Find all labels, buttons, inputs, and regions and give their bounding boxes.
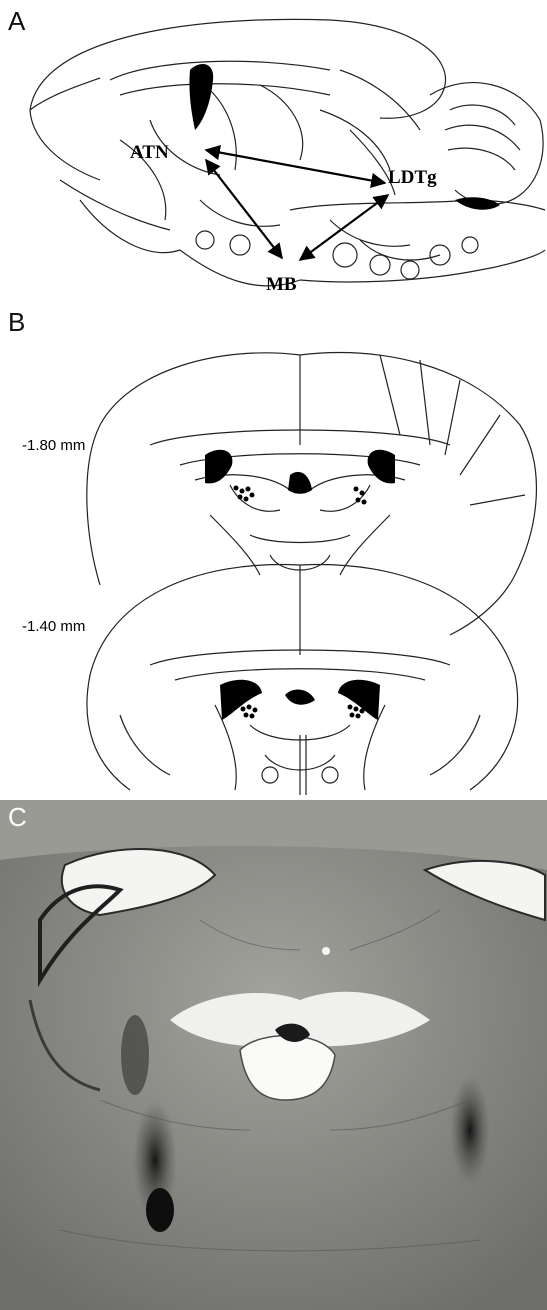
coronal-sections-diagram: -1.80 mm -1.40 mm — [0, 305, 547, 795]
panel-c: C — [0, 800, 547, 1310]
brain-outline — [30, 19, 545, 286]
histology-photo — [0, 800, 547, 1310]
fourth-ventricle-shape — [455, 197, 500, 209]
label-ldtg: LDTg — [388, 167, 437, 188]
panel-a: A — [0, 0, 547, 305]
section-lower-outline — [87, 565, 518, 795]
label-atn: ATN — [130, 142, 169, 163]
sagittal-brain-diagram: ATN LDTg MB — [0, 0, 547, 305]
lateral-ventricle-shape — [189, 64, 213, 130]
projection-arrows — [206, 150, 388, 260]
label-mb: MB — [266, 274, 297, 295]
label-level-lower: -1.40 mm — [22, 618, 85, 635]
lesion-dots-lower — [241, 705, 365, 719]
label-level-upper: -1.80 mm — [22, 437, 85, 454]
section-upper-outline — [87, 353, 537, 635]
panel-letter-c: C — [8, 802, 27, 833]
panel-b: B — [0, 305, 547, 795]
